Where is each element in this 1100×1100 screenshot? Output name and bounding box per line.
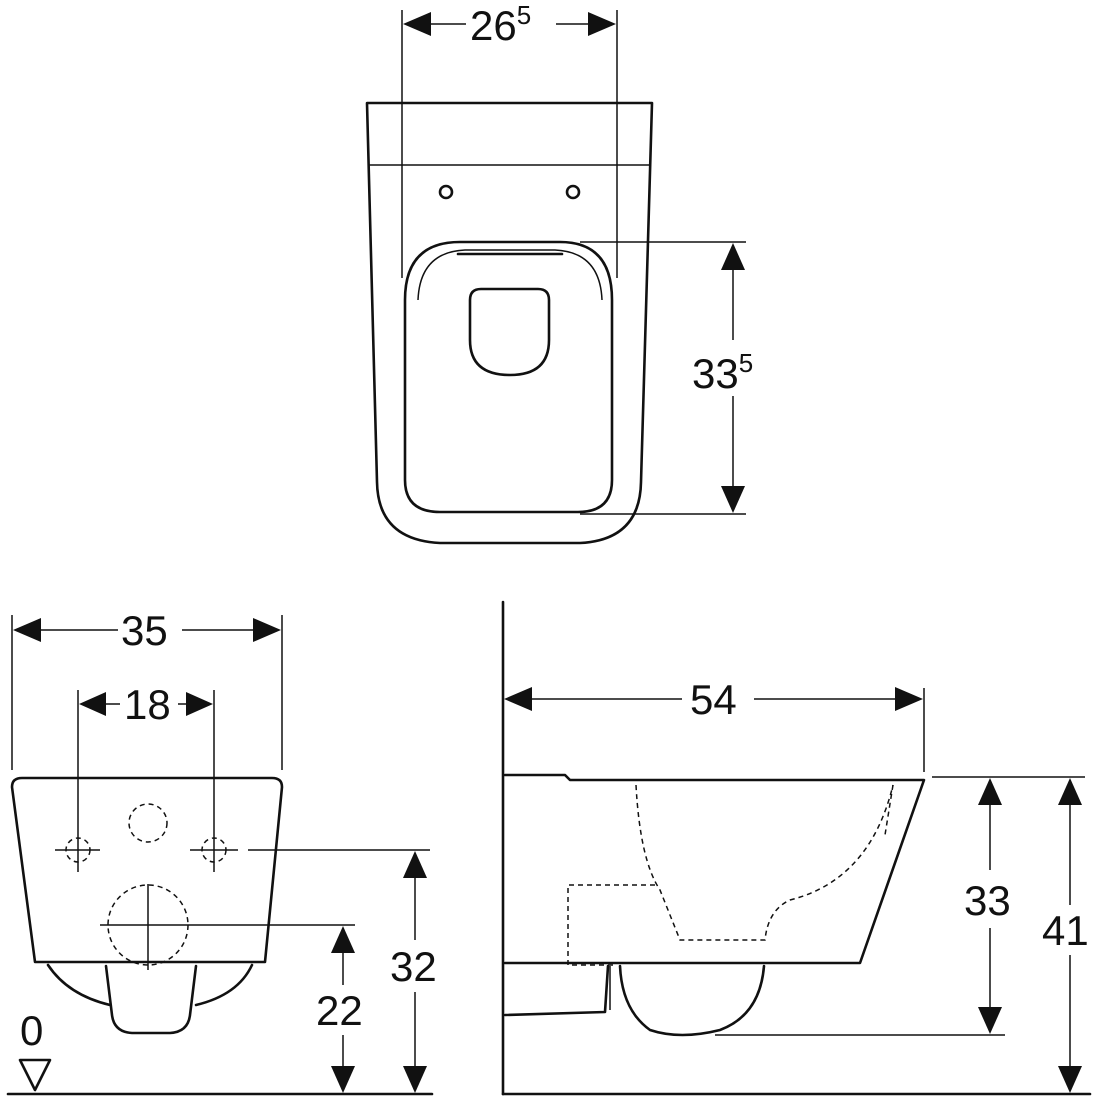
floor-level-label: 0 bbox=[20, 1007, 43, 1054]
top-width-arrow-left bbox=[403, 12, 431, 36]
top-width-label: 265 bbox=[470, 0, 531, 49]
fixing-spacing-arrow-right bbox=[186, 692, 213, 716]
fixing-spacing-arrow-left bbox=[79, 692, 106, 716]
top-view-hinge-hole-right bbox=[565, 184, 581, 200]
side-view: 54 33 41 bbox=[501, 600, 1092, 1096]
side-total-height-arrow-top bbox=[1058, 778, 1082, 805]
front-width-label: 35 bbox=[121, 607, 168, 654]
fixing-height-label: 32 bbox=[390, 943, 437, 990]
side-total-height-label: 41 bbox=[1042, 907, 1089, 954]
side-view-body-outline bbox=[503, 773, 926, 965]
top-view: 265 335 bbox=[365, 0, 753, 545]
side-total-height-arrow-bottom bbox=[1058, 1066, 1082, 1093]
top-view-seat-inner-line bbox=[417, 249, 603, 301]
side-length-arrow-left bbox=[504, 687, 532, 711]
side-length-arrow-right bbox=[895, 687, 923, 711]
fixing-spacing-label: 18 bbox=[124, 681, 171, 728]
top-depth-arrow-bottom bbox=[721, 486, 745, 513]
side-rim-depth-arrow-bottom bbox=[978, 1007, 1002, 1034]
top-width-arrow-right bbox=[588, 12, 616, 36]
front-width-arrow-right bbox=[253, 618, 281, 642]
fixing-height-arrow-bottom bbox=[403, 1066, 427, 1093]
front-view: 35 18 32 22 0 bbox=[6, 607, 437, 1096]
outlet-height-arrow-bottom bbox=[331, 1066, 355, 1093]
side-view-internal-bowl bbox=[635, 784, 894, 941]
top-depth-arrow-top bbox=[721, 243, 745, 270]
top-view-bowl-opening bbox=[468, 287, 551, 377]
front-view-bowl-underside bbox=[46, 963, 254, 1007]
side-rim-depth-arrow-top bbox=[978, 778, 1002, 805]
top-view-bowl-outline bbox=[365, 101, 654, 545]
fixing-height-arrow-top bbox=[403, 851, 427, 878]
side-view-internal-trap bbox=[567, 884, 655, 966]
floor-level-marker bbox=[18, 1058, 52, 1092]
top-depth-label: 335 bbox=[692, 348, 753, 397]
front-width-arrow-left bbox=[13, 618, 41, 642]
top-view-hinge-hole-left bbox=[438, 184, 454, 200]
side-rim-depth-label: 33 bbox=[964, 877, 1011, 924]
front-view-inlet-hole bbox=[128, 803, 168, 843]
outlet-height-arrow-top bbox=[331, 926, 355, 953]
front-view-body-outline bbox=[10, 776, 284, 964]
side-length-label: 54 bbox=[690, 676, 737, 723]
outlet-height-label: 22 bbox=[316, 987, 363, 1034]
front-view-outlet bbox=[104, 964, 198, 1035]
side-view-outlet bbox=[503, 964, 766, 1037]
top-view-seat-outline bbox=[403, 240, 614, 514]
